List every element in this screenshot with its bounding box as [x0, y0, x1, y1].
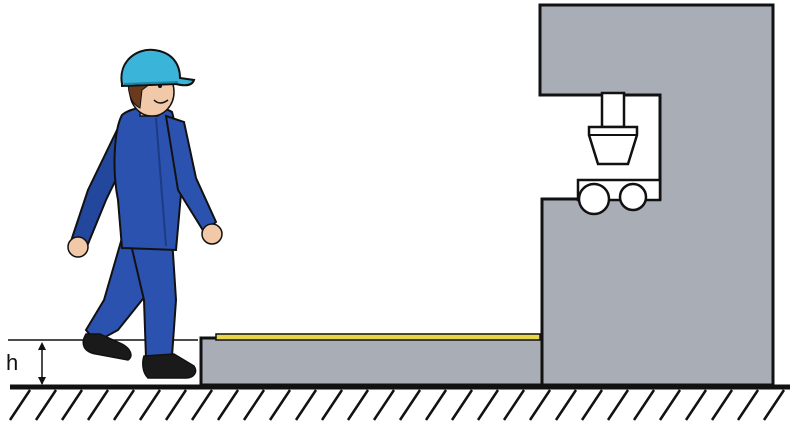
hatch-line: [164, 389, 188, 421]
hatch-line: [632, 389, 656, 421]
hatch-line: [242, 389, 266, 421]
hatch-line: [554, 389, 578, 421]
hatch-line: [606, 389, 630, 421]
worker-icon: [67, 48, 223, 379]
hatch-line: [580, 389, 604, 421]
hatch-line: [320, 389, 344, 421]
hatch-line: [450, 389, 474, 421]
hatch-line: [268, 389, 292, 421]
worker-front-arm: [164, 114, 218, 234]
hatch-line: [476, 389, 500, 421]
worker-front-hand: [201, 223, 223, 245]
hatch-line: [658, 389, 682, 421]
hatch-line: [8, 389, 32, 421]
hatch-line: [502, 389, 526, 421]
hatch-line: [60, 389, 84, 421]
hatch-line: [398, 389, 422, 421]
worker-front-shoe: [142, 353, 197, 379]
hatch-line: [528, 389, 552, 421]
press-machine-icon: [538, 3, 775, 387]
hatch-line: [424, 389, 448, 421]
hatch-line: [372, 389, 396, 421]
hatch-line: [138, 389, 162, 421]
hatch-line: [684, 389, 708, 421]
worker-back-shoe: [82, 333, 132, 361]
roller-right: [618, 182, 648, 212]
hatch-line: [294, 389, 318, 421]
platform-edge-strip: [215, 333, 541, 341]
roller-left: [577, 182, 611, 216]
ground-hatching: [8, 389, 786, 421]
worker-back-hand: [67, 236, 89, 258]
hatch-line: [736, 389, 760, 421]
worker-helmet: [120, 48, 196, 88]
hatch-line: [346, 389, 370, 421]
hatch-line: [190, 389, 214, 421]
hatch-line: [710, 389, 734, 421]
platform: [199, 333, 544, 387]
hatch-line: [86, 389, 110, 421]
press-ram: [600, 91, 626, 129]
dimension-label-h: h: [6, 350, 18, 375]
ground: [8, 384, 790, 421]
press-frame: [538, 3, 775, 387]
hatch-line: [112, 389, 136, 421]
hatch-line: [762, 389, 786, 421]
hatch-line: [216, 389, 240, 421]
press-punch: [587, 125, 639, 166]
hatch-line: [34, 389, 58, 421]
